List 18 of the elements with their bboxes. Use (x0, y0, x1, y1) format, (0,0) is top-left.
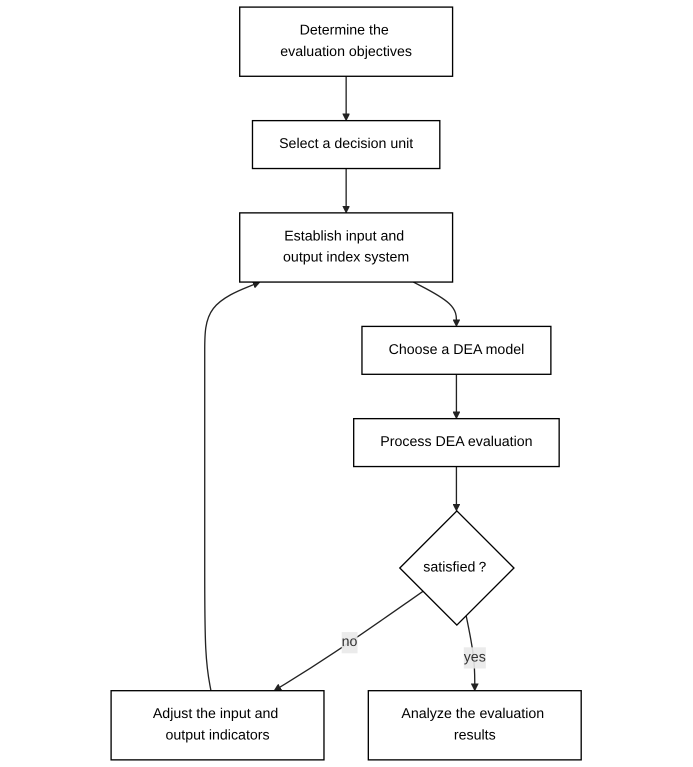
edge-label: yes (464, 650, 486, 665)
arrow (452, 466, 461, 512)
arrow (466, 615, 479, 692)
arrow (342, 76, 350, 121)
arrow (274, 590, 424, 692)
arrow (413, 281, 461, 327)
node-diamond: satisfied？ (399, 510, 516, 626)
node-box: Process DEA evaluation (353, 418, 560, 468)
node-box: Analyze the evaluation results (368, 690, 582, 761)
arrow (342, 168, 350, 214)
node-box: Determine the evaluation objectives (239, 6, 454, 77)
node-box: Establish input and output index system (239, 212, 454, 283)
edge-label: no (342, 634, 358, 650)
node-box: Adjust the input and output indicators (110, 690, 325, 761)
arrow (204, 281, 261, 691)
node-box: Select a decision unit (252, 120, 441, 170)
arrow (452, 374, 461, 420)
node-box: Choose a DEA model (362, 326, 552, 375)
